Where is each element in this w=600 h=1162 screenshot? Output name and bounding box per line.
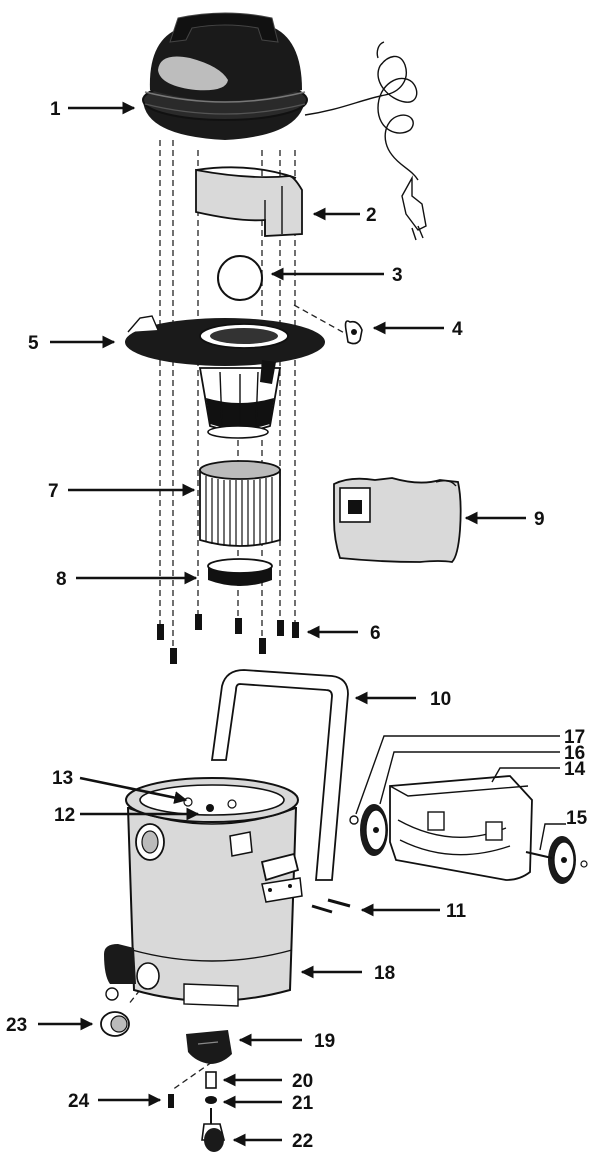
callout-19-label: 19 bbox=[314, 1031, 335, 1052]
callout-16-leader bbox=[379, 751, 560, 805]
curved-baffle-panel bbox=[195, 166, 303, 237]
screws-set-b bbox=[311, 898, 351, 914]
callout-labels: 1 2 3 4 5 6 7 8 9 10 11 12 13 14 15 16 1… bbox=[6, 99, 588, 1152]
callout-11-label: 11 bbox=[446, 901, 467, 922]
dust-bag bbox=[333, 477, 462, 563]
callout-8-label: 8 bbox=[56, 569, 67, 590]
callout-13-arrow bbox=[79, 776, 188, 804]
callout-6-label: 6 bbox=[370, 623, 381, 644]
motor-head bbox=[142, 12, 427, 241]
callout-9-label: 9 bbox=[534, 509, 545, 530]
callout-12-label: 12 bbox=[54, 805, 75, 826]
callout-13-label: 13 bbox=[52, 768, 73, 789]
callout-22-label: 22 bbox=[292, 1131, 313, 1152]
collection-tank bbox=[104, 777, 303, 1007]
callout-10-label: 10 bbox=[430, 689, 451, 710]
callout-20-label: 20 bbox=[292, 1071, 313, 1092]
latch-clip bbox=[344, 320, 363, 345]
callout-2-label: 2 bbox=[366, 205, 377, 226]
callout-4-label: 4 bbox=[452, 319, 463, 340]
callout-14-leader bbox=[491, 767, 560, 783]
callout-7-label: 7 bbox=[48, 481, 59, 502]
float-ball bbox=[217, 255, 263, 301]
callout-17-leader bbox=[355, 735, 560, 815]
cartridge-filter bbox=[199, 460, 281, 547]
callout-18-label: 18 bbox=[374, 963, 395, 984]
callout-21-label: 21 bbox=[292, 1093, 314, 1114]
callout-1-label: 1 bbox=[50, 99, 61, 120]
callout-14-label: 14 bbox=[564, 759, 586, 780]
caster-assembly bbox=[100, 1011, 232, 1152]
callout-15-label: 15 bbox=[566, 808, 588, 829]
callout-arrows bbox=[38, 101, 566, 1147]
callout-23-label: 23 bbox=[6, 1015, 27, 1036]
callout-5-label: 5 bbox=[28, 333, 39, 354]
filter-retainer-ring bbox=[207, 558, 273, 586]
callout-24-label: 24 bbox=[68, 1091, 90, 1112]
screws-set-a bbox=[157, 614, 299, 664]
callout-15-leader bbox=[539, 823, 566, 851]
cart-base-assembly bbox=[349, 775, 588, 884]
callout-3-label: 3 bbox=[392, 265, 403, 286]
callout-17-label: 17 bbox=[564, 727, 585, 748]
cart-handle bbox=[210, 669, 349, 881]
callout-16-label: 16 bbox=[564, 743, 585, 764]
lid-filter-cage bbox=[125, 315, 325, 439]
